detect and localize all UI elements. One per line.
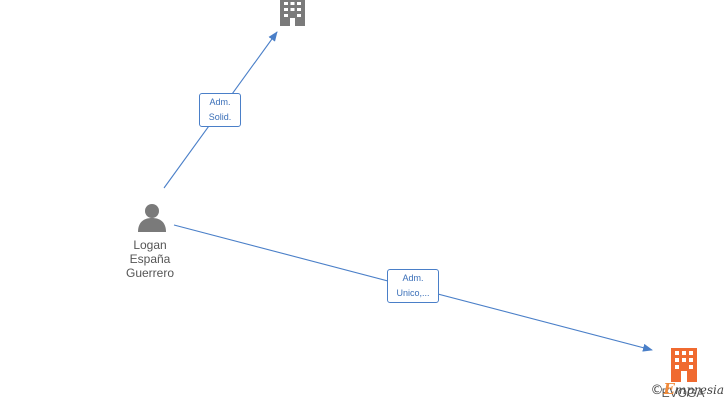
edge-label-line: Adm.: [209, 97, 231, 107]
edge-label-adm-solid[interactable]: Adm. Solid.: [199, 93, 241, 127]
person-icon[interactable]: [138, 204, 166, 232]
building-icon[interactable]: [280, 0, 305, 26]
edge-label-line: Unico,...: [396, 288, 430, 298]
empresia-watermark: ©Empresia: [651, 380, 725, 398]
watermark-brand-initial: E: [663, 380, 675, 398]
edge-label-line: Adm.: [402, 273, 424, 283]
copyright-symbol: ©: [650, 383, 664, 398]
person-label-line: Guerrero: [125, 266, 175, 280]
company-label-evoga[interactable]: EVOGA: [661, 386, 705, 400]
edge-label-adm-unico[interactable]: Adm. Unico,...: [387, 269, 439, 303]
person-label-line: España: [129, 252, 171, 266]
person-label-line: Logan: [133, 238, 167, 252]
building-icon[interactable]: [671, 348, 697, 382]
person-label[interactable]: Logan España Guerrero: [110, 238, 190, 280]
edge-label-line: Solid.: [208, 112, 232, 122]
watermark-brand-text: mpresia: [674, 383, 724, 397]
